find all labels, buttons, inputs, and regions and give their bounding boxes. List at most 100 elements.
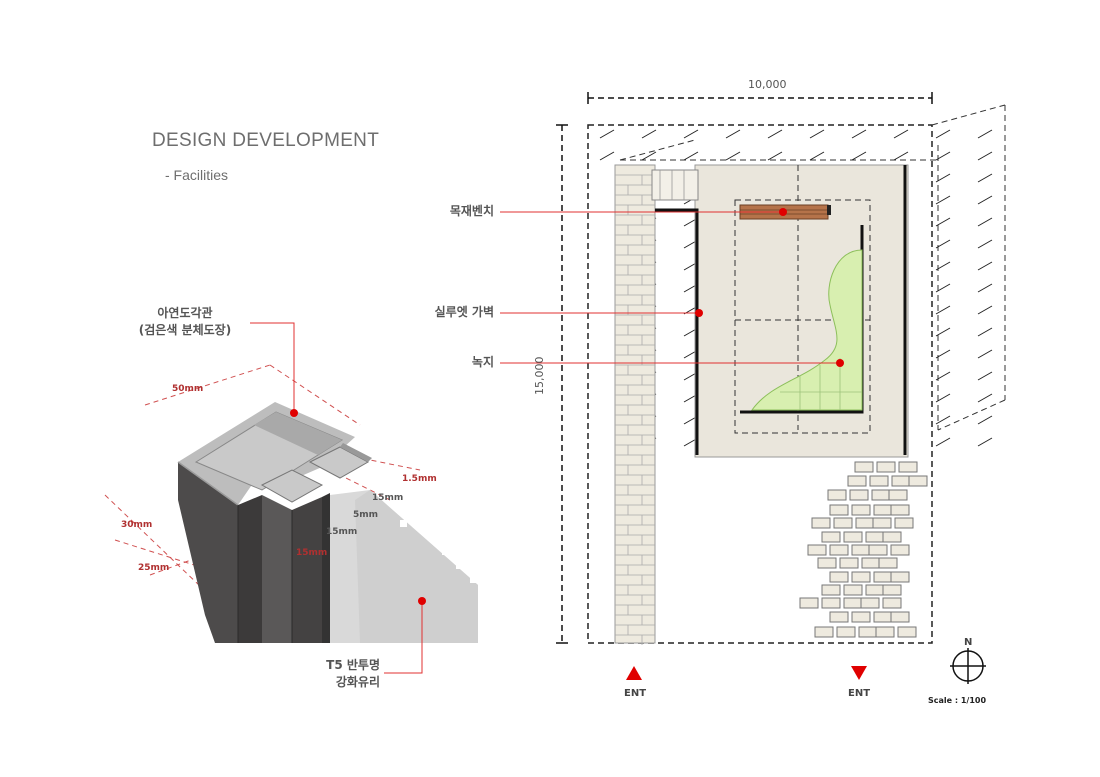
brick bbox=[876, 461, 896, 473]
hatch-mark bbox=[977, 239, 993, 249]
brick bbox=[898, 461, 918, 473]
glass-dot-pattern bbox=[400, 520, 477, 583]
brick bbox=[873, 571, 893, 583]
brick bbox=[891, 475, 911, 487]
glass-panel bbox=[330, 490, 478, 643]
hatch-mark bbox=[935, 283, 951, 293]
brick bbox=[890, 611, 910, 623]
green-lines bbox=[780, 358, 862, 410]
hatch-mark bbox=[935, 239, 951, 249]
brick bbox=[851, 504, 871, 516]
dim-15mm-b: 15mm bbox=[326, 527, 358, 537]
brick bbox=[872, 517, 892, 529]
brick bbox=[875, 626, 895, 638]
scale-label: Scale : 1/100 bbox=[928, 696, 987, 705]
detail-leader-lines bbox=[250, 322, 423, 674]
glass-dot bbox=[428, 520, 435, 527]
label-green-area: 녹지 bbox=[471, 355, 494, 369]
callout-tube: 아연도각관 (검은색 분체도장) bbox=[120, 305, 250, 339]
glass-dot bbox=[470, 548, 477, 555]
brick bbox=[817, 557, 837, 569]
dim-15mm-c: 15mm bbox=[296, 548, 328, 558]
hatch-mark bbox=[767, 129, 783, 139]
hatch-mark bbox=[935, 195, 951, 205]
brick bbox=[849, 489, 869, 501]
stone-path-joints bbox=[615, 174, 655, 645]
brick bbox=[897, 626, 917, 638]
detail-dot-tube bbox=[290, 409, 298, 417]
callout-tube-line2: (검은색 분체도장) bbox=[138, 323, 232, 337]
plan-dot-green bbox=[836, 359, 844, 367]
steps bbox=[651, 169, 699, 201]
glass-dot bbox=[456, 562, 463, 569]
brick bbox=[851, 544, 871, 556]
brick bbox=[799, 597, 819, 609]
brick bbox=[829, 611, 849, 623]
hatch-mark bbox=[977, 305, 993, 315]
dim-25mm: 25mm bbox=[138, 563, 170, 573]
hatch-mark bbox=[935, 371, 951, 381]
hatch-mark bbox=[851, 151, 867, 161]
glass-dot bbox=[470, 520, 477, 527]
hatch-mark bbox=[935, 327, 951, 337]
brick bbox=[858, 626, 878, 638]
glass-dot bbox=[442, 520, 449, 527]
brick bbox=[811, 517, 831, 529]
hatch-mark bbox=[725, 151, 741, 161]
hatch-mark bbox=[599, 151, 615, 161]
brick bbox=[873, 611, 893, 623]
brick bbox=[855, 517, 875, 529]
callout-glass-line2: 강화유리 bbox=[335, 675, 380, 689]
glass-dot bbox=[470, 534, 477, 541]
brick bbox=[882, 584, 902, 596]
hatch-mark bbox=[935, 349, 951, 359]
entrance-left: ENT bbox=[624, 688, 647, 699]
hatch-mark bbox=[977, 129, 993, 139]
dim-30mm: 30mm bbox=[121, 520, 153, 530]
brick bbox=[860, 597, 880, 609]
brick bbox=[890, 504, 910, 516]
hatch-mark bbox=[641, 129, 657, 139]
dim-1-5mm: 1.5mm bbox=[402, 474, 437, 484]
north-label: N bbox=[964, 637, 973, 648]
brick bbox=[890, 544, 910, 556]
brick bbox=[908, 475, 928, 487]
dim-15mm-a: 15mm bbox=[372, 493, 404, 503]
brick bbox=[868, 544, 888, 556]
callout-glass: T5 반투명 강화유리 bbox=[290, 657, 380, 691]
glass-dot bbox=[456, 520, 463, 527]
hatch-mark bbox=[893, 129, 909, 139]
brick bbox=[882, 531, 902, 543]
glass-dot bbox=[470, 562, 477, 569]
entrance-right: ENT bbox=[848, 688, 871, 699]
hatch-mark bbox=[683, 151, 699, 161]
hatch-mark bbox=[935, 129, 951, 139]
wall-outline-isometric bbox=[619, 104, 1006, 431]
brick bbox=[847, 475, 867, 487]
plan-dot-bench bbox=[779, 208, 787, 216]
brick bbox=[882, 597, 902, 609]
brick bbox=[854, 461, 874, 473]
plan-dot-wall bbox=[695, 309, 703, 317]
page-subtitle: - Facilities bbox=[165, 167, 229, 183]
brick bbox=[829, 544, 849, 556]
hatch-mark bbox=[851, 129, 867, 139]
brick bbox=[871, 489, 891, 501]
brick bbox=[843, 531, 863, 543]
hatch-mark bbox=[641, 151, 657, 161]
glass-dot bbox=[470, 576, 477, 583]
brick bbox=[894, 517, 914, 529]
hatch-mark bbox=[977, 437, 993, 447]
hatch-mark bbox=[977, 173, 993, 183]
hatch-mark bbox=[809, 129, 825, 139]
glass-dot bbox=[442, 534, 449, 541]
bench-end bbox=[827, 205, 831, 215]
dim-50mm: 50mm bbox=[172, 384, 204, 394]
plan-width-dimension: 10,000 bbox=[748, 78, 787, 91]
brick bbox=[888, 489, 908, 501]
ent-arrow-down bbox=[851, 666, 867, 680]
hatch-mark bbox=[935, 151, 951, 161]
dim-5mm: 5mm bbox=[353, 510, 379, 520]
callout-tube-line1: 아연도각관 bbox=[157, 306, 213, 320]
brick bbox=[890, 571, 910, 583]
